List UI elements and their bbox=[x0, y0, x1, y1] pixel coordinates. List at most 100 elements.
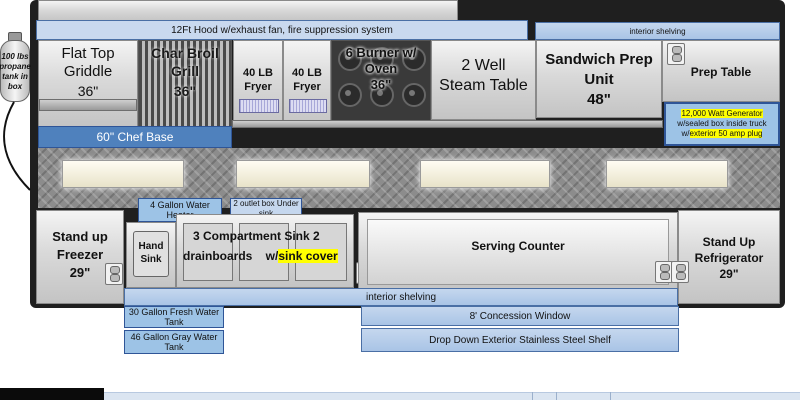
bottom-dark-block bbox=[0, 388, 104, 400]
drop-down-shelf: Drop Down Exterior Stainless Steel Shelf bbox=[361, 328, 679, 352]
fresh-water-text: 30 Gallon Fresh Water Tank bbox=[128, 307, 220, 327]
concession-window: 8' Concession Window bbox=[361, 306, 679, 326]
propane-cylinder bbox=[0, 40, 30, 102]
generator-box: 12,000 Watt Generator w/sealed box insid… bbox=[664, 102, 780, 146]
interior-shelving-bottom-text: interior shelving bbox=[365, 291, 437, 303]
griddle-size: 36" bbox=[77, 83, 99, 99]
ceiling-light-1 bbox=[62, 160, 184, 188]
concession-window-text: 8' Concession Window bbox=[469, 310, 571, 322]
outlet-icon bbox=[667, 43, 685, 65]
propane-label: 100 lbs propane tank in box bbox=[0, 52, 32, 92]
charbroil-line1: Char Broil bbox=[151, 45, 219, 61]
burner-3 bbox=[402, 47, 426, 71]
serving-counter-label: Serving Counter bbox=[471, 239, 565, 253]
burner-4 bbox=[338, 83, 362, 107]
fryer1-basket bbox=[239, 99, 279, 113]
bottom-divider-2 bbox=[556, 392, 557, 400]
sandwich-prep-unit: Sandwich Prep Unit 48" bbox=[536, 40, 662, 118]
sandwich-size: 48" bbox=[587, 91, 611, 108]
hand-sink-line2: Sink bbox=[140, 254, 162, 265]
stand-up-refrigerator: Stand Up Refrigerator 29" bbox=[655, 210, 780, 304]
outlet-icon bbox=[671, 261, 689, 283]
gray-water-text: 46 Gallon Gray Water Tank bbox=[130, 332, 218, 352]
three-compartment-sink: 3 Compartment Sink 2 drainboards w/sink … bbox=[176, 214, 354, 288]
outlet-icon bbox=[105, 263, 123, 285]
chef-base-text: 60" Chef Base bbox=[96, 130, 174, 144]
refrigerator-line1: Stand Up bbox=[702, 235, 756, 249]
fryer-1: 40 LB Fryer bbox=[233, 40, 283, 128]
gray-water-tank: 46 Gallon Gray Water Tank bbox=[124, 330, 224, 354]
prep-table-label: Prep Table bbox=[690, 65, 752, 79]
ceiling-light-2 bbox=[236, 160, 370, 188]
propane-hose bbox=[3, 101, 31, 191]
freezer-size: 29" bbox=[69, 265, 91, 280]
bottom-divider-3 bbox=[610, 392, 611, 400]
fryer1-line1: 40 LB bbox=[243, 67, 273, 79]
counter-top bbox=[367, 219, 669, 285]
burner-5 bbox=[370, 83, 394, 107]
griddle-front-rail bbox=[39, 99, 137, 111]
prep-table: Prep Table bbox=[662, 40, 780, 102]
charbroil-size: 36" bbox=[173, 83, 197, 99]
outlet-box-text: 2 outlet box Under sink bbox=[233, 199, 299, 218]
fresh-water-tank: 30 Gallon Fresh Water Tank bbox=[124, 306, 224, 328]
interior-shelving-top: interior shelving bbox=[535, 22, 780, 40]
ceiling-light-3 bbox=[420, 160, 550, 188]
refrigerator-size: 29" bbox=[719, 267, 739, 281]
propane-tank: 100 lbs propane tank in box bbox=[0, 32, 32, 102]
steam-table: 2 Well Steam Table bbox=[431, 40, 536, 120]
stand-up-freezer: Stand up Freezer 29" bbox=[36, 210, 124, 304]
burner-2 bbox=[370, 47, 394, 71]
charbroil-line2: Grill bbox=[170, 63, 199, 79]
generator-line1: 12,000 Watt Generator bbox=[666, 109, 778, 119]
propane-label-text: 100 lbs propane tank in box bbox=[0, 52, 31, 91]
hood-top-strip bbox=[38, 0, 458, 22]
burner-line1: 6 Burner w/ bbox=[345, 45, 417, 60]
fryer-2: 40 LB Fryer bbox=[283, 40, 331, 128]
burner-6 bbox=[402, 83, 426, 107]
hand-sink: Hand Sink bbox=[126, 222, 176, 288]
refrigerator-line2: Refrigerator bbox=[694, 251, 764, 265]
generator-part1: 12,000 Watt Generator bbox=[681, 109, 763, 118]
griddle-line1: Flat Top bbox=[61, 45, 115, 62]
sandwich-line2: Unit bbox=[584, 71, 614, 88]
sink-line2-prefix: drainboards w/ bbox=[183, 249, 279, 263]
freezer-line1: Stand up bbox=[52, 229, 108, 244]
generator-part3-highlight: exterior 50 amp plug bbox=[689, 129, 763, 138]
burner-size: 36" bbox=[370, 77, 392, 92]
drop-down-shelf-text: Drop Down Exterior Stainless Steel Shelf bbox=[429, 334, 611, 346]
sandwich-line1: Sandwich Prep bbox=[545, 51, 653, 68]
bottom-light-strip bbox=[104, 392, 800, 400]
steam-line1: 2 Well bbox=[461, 57, 506, 74]
ceiling-light-4 bbox=[606, 160, 728, 188]
sink-basin-1 bbox=[183, 223, 233, 281]
char-broil-grill: Char Broil Grill 36" bbox=[138, 40, 232, 128]
six-burner-oven: 6 Burner w/ Oven 36" bbox=[331, 40, 431, 128]
chef-base: 60" Chef Base bbox=[38, 126, 232, 148]
generator-part3-prefix: w/ bbox=[681, 129, 690, 138]
sink-line2-highlight: sink cover bbox=[278, 249, 338, 263]
generator-line3: w/exterior 50 amp plug bbox=[666, 129, 778, 139]
front-rail-strip bbox=[232, 120, 663, 128]
fryer2-line2: Fryer bbox=[293, 81, 321, 93]
flat-top-griddle: Flat Top Griddle 36" bbox=[38, 40, 138, 128]
griddle-line2: Griddle bbox=[63, 63, 113, 80]
interior-shelving-bottom: interior shelving bbox=[124, 288, 678, 306]
sink-label-line2: drainboards w/sink cover bbox=[183, 249, 358, 263]
bottom-divider-1 bbox=[532, 392, 533, 400]
freezer-line2: Freezer bbox=[56, 247, 104, 262]
fryer2-basket bbox=[289, 99, 327, 113]
serving-counter: Serving Counter bbox=[358, 212, 678, 292]
sink-label-line1: 3 Compartment Sink 2 bbox=[193, 229, 320, 243]
hand-sink-basin bbox=[133, 231, 169, 277]
interior-shelving-top-text: interior shelving bbox=[629, 26, 686, 36]
hood-label: 12Ft Hood w/exhaust fan, fire suppressio… bbox=[36, 20, 528, 40]
burner-line2: Oven bbox=[364, 61, 398, 76]
burner-1 bbox=[338, 47, 362, 71]
fryer2-line1: 40 LB bbox=[292, 67, 322, 79]
hood-label-text: 12Ft Hood w/exhaust fan, fire suppressio… bbox=[171, 24, 393, 36]
hand-sink-line1: Hand bbox=[138, 241, 164, 252]
steam-line2: Steam Table bbox=[439, 77, 528, 94]
fryer1-line2: Fryer bbox=[244, 81, 272, 93]
generator-line2: w/sealed box inside truck bbox=[677, 119, 767, 128]
